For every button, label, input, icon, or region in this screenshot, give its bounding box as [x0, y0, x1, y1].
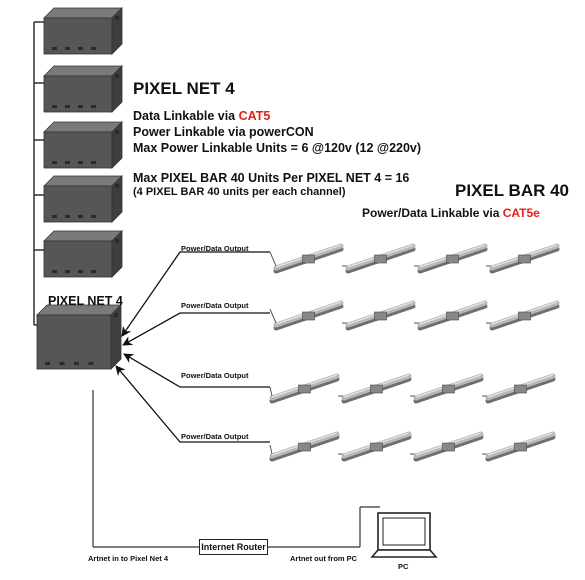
pixel-bar-row4-unit1 — [269, 431, 340, 462]
network-lines — [92, 390, 380, 548]
pixel-bar-row3-unit2 — [341, 373, 412, 404]
pixel-bar-row2-unit2 — [345, 300, 416, 331]
output-label-4: Power/Data Output — [181, 432, 249, 441]
bar-feed-cable — [269, 251, 277, 267]
pixel-net-spec-power: Power Linkable via powerCON — [133, 125, 314, 139]
pixel-bar-row4-unit2 — [341, 431, 412, 462]
bar-feed-cable — [269, 386, 273, 397]
pixel-net-unit-main — [36, 304, 122, 370]
pixel-bar-row2-unit4 — [489, 300, 560, 331]
bar-feed-cable — [269, 308, 277, 324]
pixel-net-unit-2 — [43, 65, 123, 113]
pixel-bar-row3-unit4 — [485, 373, 556, 404]
pixel-bar-row4-unit3 — [413, 431, 484, 462]
internet-router: Internet Router — [199, 539, 268, 555]
bar-feed-cable — [269, 444, 273, 455]
pixel-bar-row1-unit2 — [345, 243, 416, 274]
pixel-bar-title: PIXEL BAR 40 — [455, 181, 570, 200]
pixel-bar-row2-unit3 — [417, 300, 488, 331]
pixel-net-units — [36, 7, 123, 370]
pixel-bar-row1-unit3 — [417, 243, 488, 274]
pixel-net-spec-channels: (4 PIXEL BAR 40 units per each channel) — [133, 186, 346, 198]
pixel-net-unit-5 — [43, 230, 123, 278]
pixel-bar-row1-unit4 — [489, 243, 560, 274]
pixel-bar-row3-unit1 — [269, 373, 340, 404]
output-label-2: Power/Data Output — [181, 301, 249, 310]
pixel-net-spec-max-bars: Max PIXEL BAR 40 Units Per PIXEL NET 4 =… — [133, 171, 410, 185]
pixel-net-unit-4 — [43, 175, 123, 223]
pixel-bar-row2-unit1 — [273, 300, 344, 331]
pixel-bar-subtitle: Power/Data Linkable via CAT5e — [362, 206, 540, 220]
output-label-3: Power/Data Output — [181, 371, 249, 380]
power-link-bus — [33, 21, 47, 326]
pc-label: PC — [398, 562, 409, 571]
pixel-bar-row3-unit3 — [413, 373, 484, 404]
pixel-net-spec-max-power: Max Power Linkable Units = 6 @120v (12 @… — [133, 141, 422, 155]
artnet-out-label: Artnet out from PC — [290, 554, 358, 563]
artnet-in-label: Artnet in to Pixel Net 4 — [88, 554, 169, 563]
output-label-1: Power/Data Output — [181, 244, 249, 253]
pc-icon — [370, 512, 438, 558]
pixel-net-title: PIXEL NET 4 — [133, 79, 235, 98]
pixel-bar-row4-unit4 — [485, 431, 556, 462]
pixel-net-device-label: PIXEL NET 4 — [48, 294, 123, 308]
pixel-net-unit-3 — [43, 121, 123, 169]
pixel-bar-rows — [269, 243, 560, 462]
pixel-net-unit-1 — [43, 7, 123, 55]
pixel-bar-row1-unit1 — [273, 243, 344, 274]
output-arrows — [115, 251, 270, 443]
pixel-net-spec-data: Data Linkable via CAT5 — [133, 109, 271, 123]
